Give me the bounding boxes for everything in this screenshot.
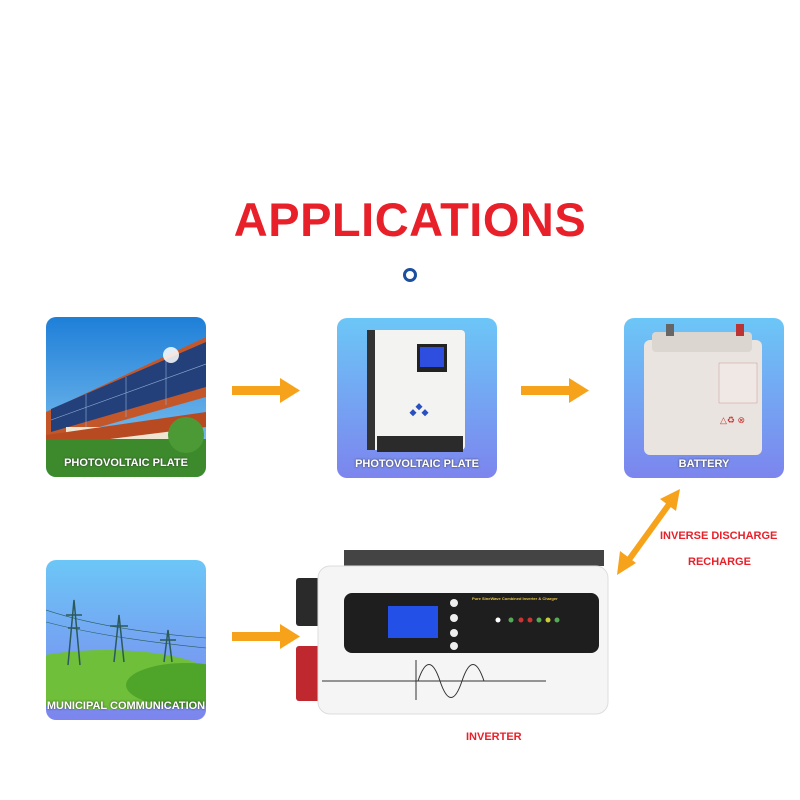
- bullet-dot-icon: [403, 268, 417, 282]
- solar-roof-image: [46, 317, 206, 477]
- page-title: APPLICATIONS: [233, 193, 587, 246]
- arrow-right-icon: [232, 624, 300, 649]
- card-label: PHOTOVOLTAIC PLATE: [355, 458, 479, 470]
- inverter-label: INVERTER: [466, 731, 522, 743]
- arrow-right-icon: [521, 378, 589, 403]
- card-solar-roof: PHOTOVOLTAIC PLATE: [46, 317, 206, 477]
- inverter-image: Pure SineWave Combined Inverter & Charge…: [296, 548, 616, 718]
- card-label: MUNICIPAL COMMUNICATION: [46, 700, 206, 712]
- recharge-label: RECHARGE: [688, 556, 751, 568]
- inverter-panel-text: Pure SineWave Combined Inverter & Charge…: [472, 596, 558, 601]
- card-label: PHOTOVOLTAIC PLATE: [64, 457, 188, 469]
- card-charge-controller: PHOTOVOLTAIC PLATE: [337, 318, 497, 478]
- bidirectional-arrow-icon: [617, 489, 680, 575]
- battery-image: △♻ ⊗: [644, 324, 762, 455]
- inverse-discharge-label: INVERSE DISCHARGE: [660, 530, 778, 542]
- charge-controller-image: [367, 330, 465, 452]
- power-lines-image: [46, 599, 206, 710]
- card-power-lines: MUNICIPAL COMMUNICATION: [46, 560, 206, 720]
- card-label: BATTERY: [678, 458, 730, 470]
- card-battery: △♻ ⊗ BATTERY: [624, 318, 784, 478]
- svg-text:△♻ ⊗: △♻ ⊗: [720, 415, 745, 425]
- arrow-right-icon: [232, 378, 300, 403]
